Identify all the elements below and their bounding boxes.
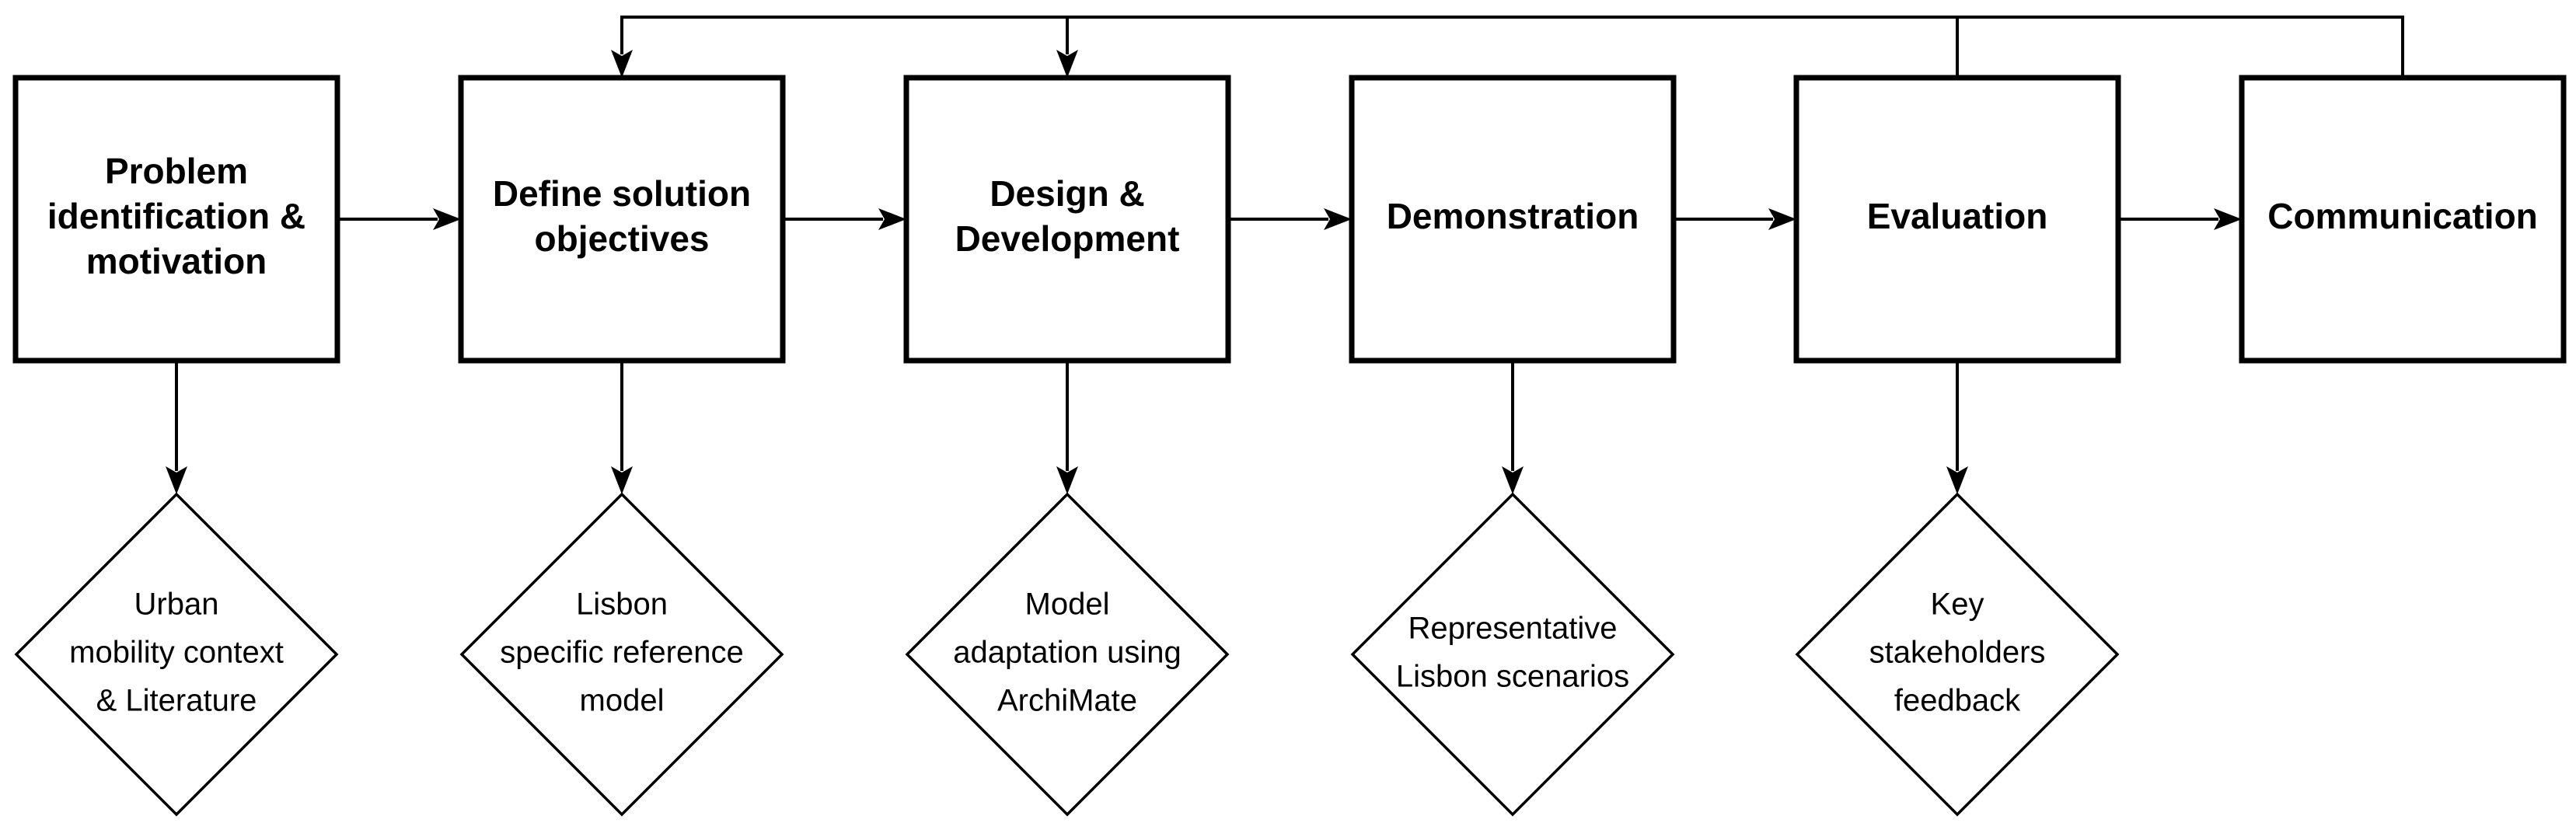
step-evaluation: Evaluation <box>1793 75 2121 364</box>
output-key-stakeholders-feedback: Key stakeholders feedback <box>1795 492 2120 817</box>
step-problem-identification-and-motivation: Problem identification & motivation <box>12 75 340 364</box>
step-box <box>1349 75 1677 364</box>
output-label-line-3: model <box>580 684 665 718</box>
flow-arrowhead-2 <box>878 208 906 230</box>
output-diamond <box>14 492 339 817</box>
step-label-line-1: Demonstration <box>1387 196 1639 236</box>
output-lisbon-specific-reference-model: Lisbon specific reference model <box>459 492 784 817</box>
feedback-arrowhead-design-development <box>1056 50 1078 78</box>
feedback-loop-line-from-communication <box>620 16 2404 78</box>
output-label-line-3: & Literature <box>96 684 257 718</box>
step-box <box>458 75 786 364</box>
connectors <box>166 16 2404 494</box>
output-label-line-1: Lisbon <box>576 588 668 622</box>
nodes: Problem identification & motivation Define … <box>12 75 2567 817</box>
output-arrowhead-4 <box>1502 466 1524 494</box>
output-label-line-1: Urban <box>134 588 219 622</box>
output-arrowhead-2 <box>611 466 633 494</box>
step-box <box>12 75 340 364</box>
flow-arrowhead-1 <box>433 208 461 230</box>
output-diamond <box>1350 492 1675 817</box>
output-label-line-2: stakeholders <box>1869 636 2046 670</box>
step-box <box>2239 75 2567 364</box>
step-label-line-2: Development <box>955 218 1180 259</box>
step-design-and-development: Design &Development <box>903 75 1231 364</box>
step-label-line-1: Communication <box>2267 196 2538 236</box>
output-label-line-3: feedback <box>1894 684 2021 718</box>
output-arrowhead-5 <box>1946 466 1968 494</box>
flow-arrowhead-4 <box>1768 208 1796 230</box>
flow-arrowhead-5 <box>2214 208 2242 230</box>
step-box <box>903 75 1231 364</box>
step-label-line-1: Design & <box>990 173 1144 214</box>
output-arrowhead-3 <box>1056 466 1078 494</box>
step-label-line-2: identification & <box>47 196 305 236</box>
step-label-line-3: motivation <box>86 241 267 281</box>
output-urban-mobility-context-and-literature: Urban mobility context & Literature <box>14 492 339 817</box>
flow-arrowhead-3 <box>1324 208 1352 230</box>
step-communication: Communication <box>2239 75 2567 364</box>
step-demonstration: Demonstration <box>1349 75 1677 364</box>
step-label-line-1: Problem <box>105 151 248 191</box>
output-diamond <box>459 492 784 817</box>
output-label-line-2: Lisbon scenarios <box>1396 660 1629 694</box>
step-label-line-2: objectives <box>535 218 710 259</box>
output-diamond <box>1795 492 2120 817</box>
step-box <box>1793 75 2121 364</box>
step-label-line-1: Define solution <box>493 173 751 214</box>
output-label-line-3: ArchiMate <box>997 684 1137 718</box>
output-diamond <box>905 492 1230 817</box>
feedback-arrowhead-define-objectives <box>611 50 633 78</box>
output-label-line-2: specific reference <box>500 636 743 670</box>
output-label-line-2: mobility context <box>69 636 284 670</box>
output-arrowhead-1 <box>166 466 187 494</box>
output-label-line-1: Key <box>1931 588 1984 622</box>
output-label-line-2: adaptation using <box>953 636 1182 670</box>
output-label-line-1: Model <box>1025 588 1110 622</box>
step-label-line-1: Evaluation <box>1867 196 2048 236</box>
output-label-line-1: Representative <box>1408 612 1617 646</box>
